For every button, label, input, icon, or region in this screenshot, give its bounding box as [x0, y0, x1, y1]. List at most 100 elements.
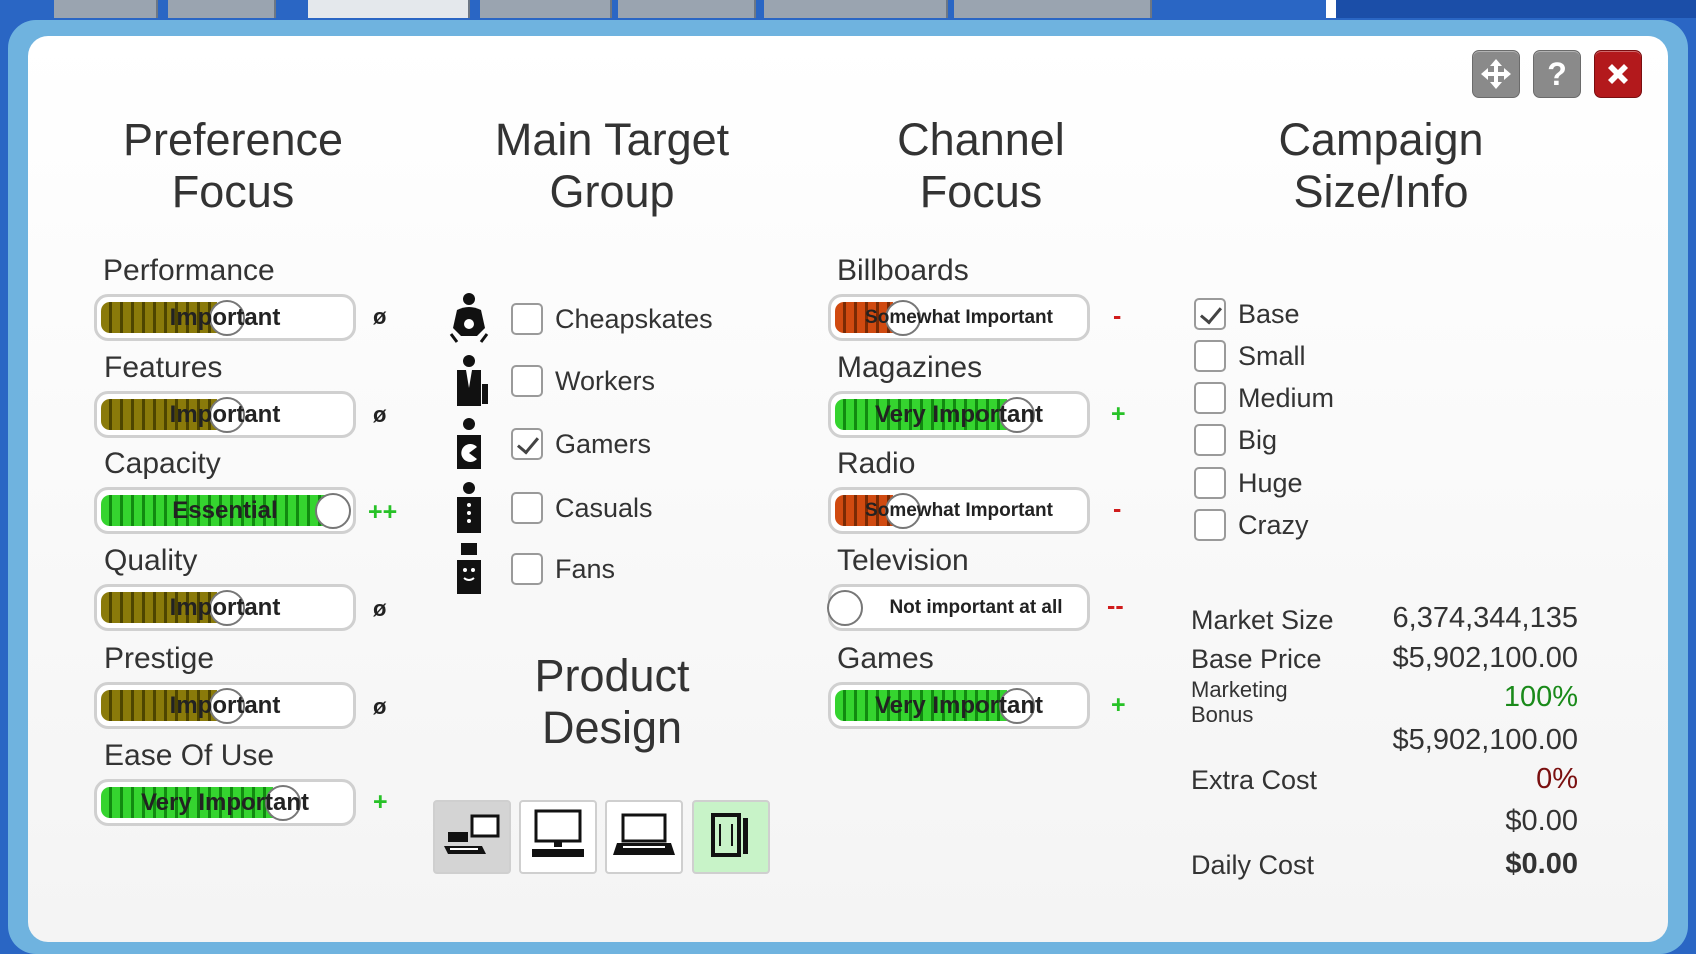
- channel-label-radio: Radio: [837, 447, 916, 480]
- marketing-campaign-dialog: ? Preference Focus Main Target Group Cha…: [28, 36, 1668, 942]
- size-option-huge[interactable]: Huge: [1194, 467, 1303, 499]
- gamer-pacman-icon: [447, 417, 491, 471]
- target-group-casuals[interactable]: Casuals: [447, 481, 653, 535]
- checkbox[interactable]: [511, 492, 543, 524]
- slider-value-text: Essential: [172, 497, 278, 524]
- slider-knob[interactable]: [885, 493, 921, 529]
- size-label: Small: [1238, 340, 1306, 371]
- help-button[interactable]: ?: [1533, 50, 1581, 98]
- worker-tie-icon: [447, 354, 491, 408]
- indicator-magazines: +: [1111, 400, 1126, 428]
- extra-cost-value: $0.00: [1505, 805, 1578, 837]
- slider-ease-of-use[interactable]: Very Important: [94, 779, 356, 826]
- move-arrows-icon[interactable]: [1472, 50, 1520, 98]
- marketing-bonus-value: 100%: [1503, 681, 1578, 713]
- base-price-value: $5,902,100.00: [1392, 642, 1578, 674]
- market-size-value: 6,374,344,135: [1392, 602, 1578, 634]
- main-target-group-title: Main Target Group: [494, 114, 730, 217]
- target-group-workers[interactable]: Workers: [447, 354, 655, 408]
- size-option-big[interactable]: Big: [1194, 424, 1277, 456]
- preference-focus-title: Preference Focus: [122, 114, 344, 217]
- slider-knob[interactable]: [999, 397, 1035, 433]
- target-group-cheapskates[interactable]: Cheapskates: [447, 292, 713, 346]
- slider-knob[interactable]: [315, 493, 351, 529]
- slider-knob[interactable]: [209, 590, 245, 626]
- design-option-tablet[interactable]: [692, 800, 770, 874]
- close-x-icon[interactable]: [1594, 50, 1642, 98]
- extra-cost-label: Extra Cost: [1191, 765, 1318, 795]
- indicator-features: ø: [373, 402, 387, 427]
- slider-performance[interactable]: Important: [94, 294, 356, 341]
- top-tab[interactable]: [168, 0, 276, 18]
- slider-billboards[interactable]: Somewhat Important: [828, 294, 1090, 341]
- channel-label-games: Games: [837, 642, 934, 675]
- slider-value-text: Important: [169, 692, 281, 719]
- design-option-console[interactable]: [433, 800, 511, 874]
- slider-value-text: Very Important: [140, 789, 310, 816]
- slider-television[interactable]: Not important at all: [827, 584, 1090, 631]
- size-option-small[interactable]: Small: [1194, 340, 1306, 372]
- console-desktop-icon: [442, 812, 502, 863]
- slider-radio[interactable]: Somewhat Important: [828, 487, 1090, 534]
- slider-capacity[interactable]: Essential: [94, 487, 356, 534]
- size-label: Base: [1238, 298, 1300, 329]
- checkbox[interactable]: [511, 428, 543, 460]
- slider-knob[interactable]: [209, 688, 245, 724]
- slider-value-text: Very Important: [874, 692, 1044, 719]
- slider-magazines[interactable]: Very Important: [828, 391, 1090, 438]
- slider-features[interactable]: Important: [94, 391, 356, 438]
- casual-person-icon: [447, 481, 491, 535]
- top-tab[interactable]: [764, 0, 948, 18]
- target-group-label: Fans: [555, 553, 616, 584]
- checkbox[interactable]: [511, 365, 543, 397]
- design-option-desktop[interactable]: [519, 800, 597, 874]
- target-group-label: Cheapskates: [555, 303, 713, 334]
- slider-knob[interactable]: [885, 300, 921, 336]
- top-tab[interactable]: [618, 0, 756, 18]
- top-tab[interactable]: [308, 0, 470, 18]
- slider-knob[interactable]: [209, 300, 245, 336]
- checkbox[interactable]: [1194, 340, 1226, 372]
- top-tab[interactable]: [54, 0, 158, 18]
- cheapskate-person-icon: [447, 292, 491, 346]
- checkbox[interactable]: [1194, 298, 1226, 330]
- checkbox[interactable]: [1194, 467, 1226, 499]
- slider-games[interactable]: Very Important: [828, 682, 1090, 729]
- product-design-title: Product Design: [534, 650, 690, 753]
- top-status-bar: [1326, 0, 1696, 18]
- indicator-billboards: -: [1113, 302, 1122, 330]
- base-price-label: Base Price: [1191, 644, 1322, 674]
- slider-knob[interactable]: [265, 785, 301, 821]
- size-option-base[interactable]: Base: [1194, 298, 1300, 330]
- daily-cost-value: $0.00: [1505, 848, 1578, 880]
- marketing-bonus-label: Marketing Bonus: [1191, 677, 1288, 727]
- design-option-laptop[interactable]: [605, 800, 683, 874]
- pref-label-prestige: Prestige: [104, 642, 215, 675]
- target-group-fans[interactable]: Fans: [447, 542, 615, 596]
- indicator-games: +: [1111, 691, 1126, 719]
- pref-label-capacity: Capacity: [104, 447, 221, 480]
- indicator-prestige: ø: [373, 694, 387, 719]
- size-option-crazy[interactable]: Crazy: [1194, 509, 1309, 541]
- target-group-gamers[interactable]: Gamers: [447, 417, 651, 471]
- slider-knob[interactable]: [209, 397, 245, 433]
- checkbox[interactable]: [1194, 509, 1226, 541]
- slider-value-text: Very Important: [874, 401, 1044, 428]
- slider-value-text: Not important at all: [889, 597, 1063, 618]
- checkbox[interactable]: [1194, 424, 1226, 456]
- top-tab[interactable]: [954, 0, 1152, 18]
- indicator-performance: ø: [373, 304, 387, 329]
- checkbox[interactable]: [511, 553, 543, 585]
- checkbox[interactable]: [1194, 382, 1226, 414]
- top-tab[interactable]: [480, 0, 612, 18]
- daily-cost-label: Daily Cost: [1191, 850, 1315, 880]
- pref-label-ease-of-use: Ease Of Use: [104, 739, 275, 772]
- slider-knob[interactable]: [827, 590, 863, 626]
- size-option-medium[interactable]: Medium: [1194, 382, 1334, 414]
- checkbox[interactable]: [511, 303, 543, 335]
- slider-value-text: Somewhat Important: [865, 307, 1053, 328]
- slider-quality[interactable]: Important: [94, 584, 356, 631]
- slider-knob[interactable]: [999, 688, 1035, 724]
- pref-label-features: Features: [104, 351, 223, 384]
- slider-prestige[interactable]: Important: [94, 682, 356, 729]
